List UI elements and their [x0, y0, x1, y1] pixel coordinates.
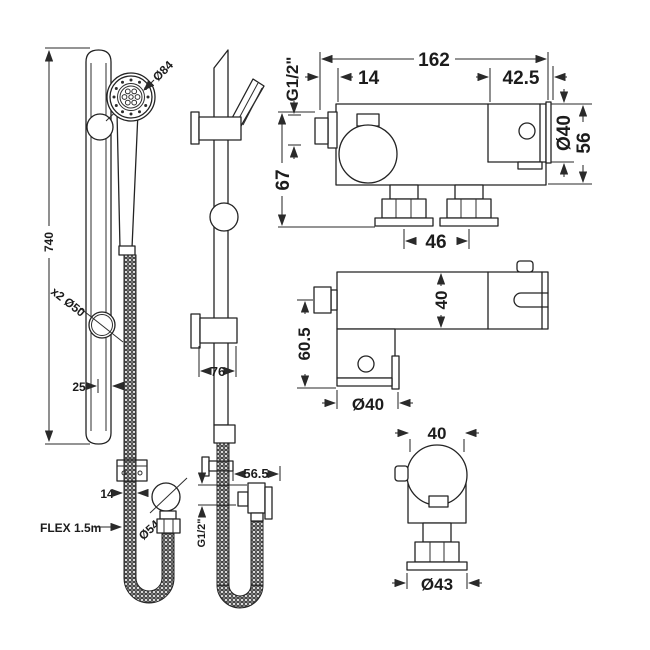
dim-label-body-height: 56 — [574, 132, 595, 153]
valve-top-tab — [516, 260, 534, 273]
dim-label-knob-width: 40 — [428, 424, 447, 443]
wall-bracket-lower-inner — [91, 314, 113, 336]
inlet-right — [439, 184, 499, 227]
inlet-nut-end — [414, 541, 460, 563]
rail-mid-bracket-side — [190, 313, 238, 349]
view-valve-end: 40 Ø43 — [392, 424, 482, 594]
hose-retaining-clip — [116, 459, 148, 482]
shower-head-face-ring2 — [119, 85, 143, 109]
dim-label-knob-drop: 60.5 — [295, 327, 314, 360]
bracket-diameter-line — [79, 307, 124, 343]
knob-grip-notch — [428, 495, 449, 508]
dim-label-hose-length: FLEX 1.5m — [40, 521, 101, 535]
view-rail-side: 76 56.5 G1/2" — [190, 49, 281, 609]
shower-head-face-ring — [117, 83, 145, 111]
shower-head-hub — [121, 88, 141, 106]
inlet-pipe-end — [422, 522, 452, 543]
hose-side-left-leg — [216, 442, 230, 586]
dim-label-valve-depth: 40 — [432, 291, 451, 310]
outlet-neck — [159, 510, 177, 520]
flex-hose-u-bend — [123, 577, 175, 604]
dim-label-rail-width: 25 — [72, 380, 86, 394]
inlet-left — [374, 184, 434, 227]
knob-side-tab — [394, 465, 409, 482]
dim-label-valve-height: 67 — [273, 169, 294, 190]
dim-label-bracket: x2 Ø50 — [48, 284, 88, 319]
shower-head-rim-inner — [109, 75, 153, 119]
dim-label-hose-width: 14 — [100, 487, 114, 501]
handset-handle — [116, 111, 139, 249]
valve-top-slot — [513, 292, 549, 308]
dim-label-valve-width: 162 — [418, 50, 450, 71]
dim-label-outlet-inset: 14 — [358, 68, 380, 89]
dim-label-flange-diameter: Ø43 — [421, 575, 453, 594]
handset-hose-nut — [118, 245, 136, 256]
dim-label-valve-thread: G1/2" — [283, 57, 302, 102]
knob-top-hole — [357, 355, 375, 373]
flex-hose-right-leg — [161, 532, 175, 579]
dim-head-leader — [143, 79, 155, 91]
inlet-flange-end — [406, 561, 468, 571]
outlet-hose-nut — [156, 518, 181, 534]
temperature-knob-front — [338, 124, 398, 184]
view-valve-front: 162 14 42.5 G1/2" 67 Ø40 56 — [273, 50, 595, 253]
slide-rail-tube — [85, 49, 112, 445]
handset-holder-side — [190, 111, 242, 145]
hose-side-right-leg — [250, 520, 264, 586]
rail-slider-knob — [209, 202, 239, 232]
outlet-elbow-side — [237, 482, 273, 522]
dim-label-rail-length: 740 — [42, 232, 56, 252]
shower-head-nozzle-ring — [112, 78, 150, 116]
bracket-lower-tab — [517, 161, 543, 170]
valve-outlet-connector — [314, 111, 338, 149]
hose-side-u-bend — [216, 584, 264, 609]
dim-label-holder-width: 76 — [211, 364, 225, 379]
dim-label-inlet-centres: 46 — [425, 232, 446, 253]
flex-hose-left-leg — [123, 254, 137, 579]
bracket-screw-hole — [518, 122, 536, 140]
outlet-plate-diameter-line — [149, 477, 188, 514]
temp-knob-index-tab — [356, 113, 380, 127]
dim-label-bracket-width: 42.5 — [503, 68, 540, 89]
temperature-knob-top — [336, 328, 400, 390]
valve-wall-bracket-front — [487, 101, 552, 170]
dim-label-bracket-height: Ø40 — [554, 115, 575, 151]
dim-label-outlet-thread: G1/2" — [196, 518, 208, 547]
view-valve-top: 40 60.5 Ø40 — [295, 260, 549, 414]
dim-label-outlet-offset: 56.5 — [243, 466, 268, 481]
dim-label-knob-diameter: Ø40 — [352, 395, 384, 414]
view-rail-front: 740 Ø84 x2 Ø50 — [40, 47, 188, 604]
valve-top-outlet-connector — [313, 286, 338, 314]
rail-end-connector — [213, 424, 236, 444]
shower-head-rim-outer — [106, 72, 156, 122]
